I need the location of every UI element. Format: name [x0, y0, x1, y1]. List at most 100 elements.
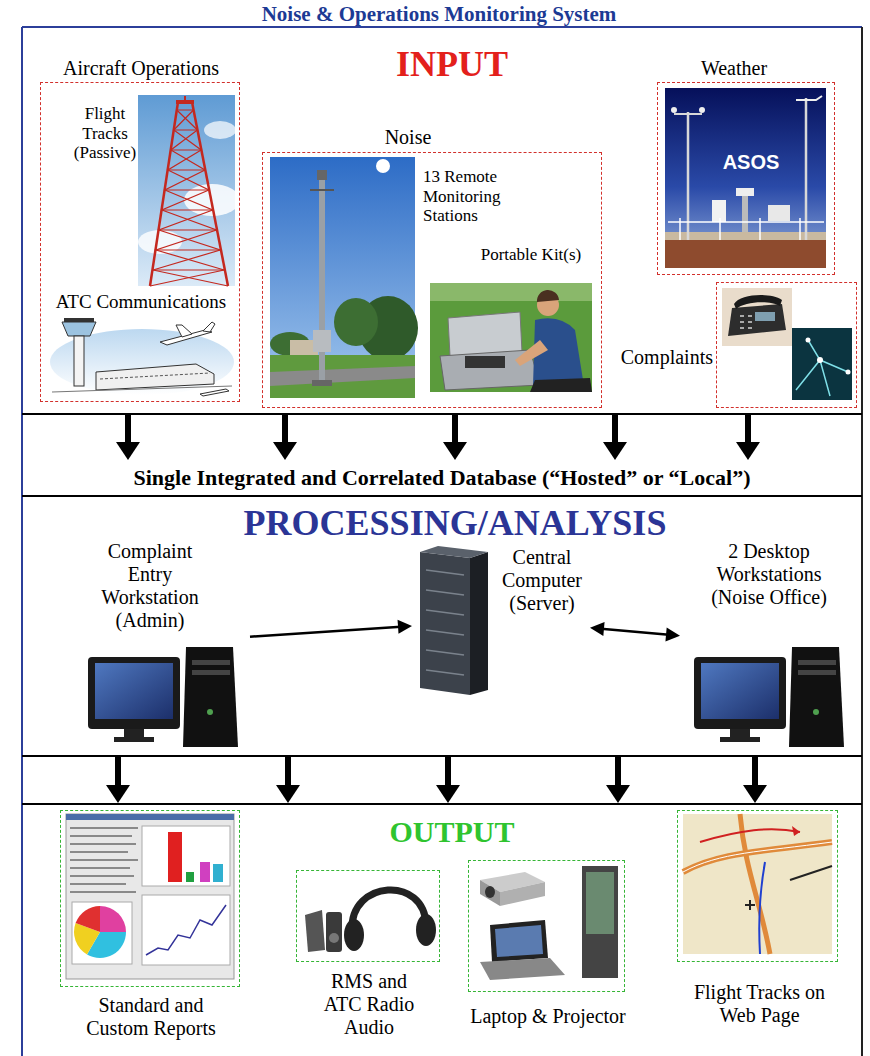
portable-kit-photo — [430, 283, 592, 392]
radar-tower-photo — [176, 100, 194, 104]
connector-line — [612, 415, 618, 446]
caption: Flight Tracks on Web Page — [682, 981, 837, 1027]
weather-station-photo — [665, 88, 826, 268]
radar-tower-photo — [204, 121, 236, 139]
flow-arrow — [603, 415, 627, 460]
output-group-box: Flight Tracks on Web Page — [677, 810, 838, 962]
arrow-head — [443, 442, 467, 460]
laptop-projector-icon — [582, 866, 618, 978]
photo-caption: 13 Remote Monitoring Stations — [423, 167, 523, 226]
input-group-box: WeatherASOS — [657, 82, 835, 275]
section-heading: INPUT — [327, 44, 577, 85]
arrow-head — [436, 785, 460, 803]
connector-line — [282, 415, 288, 446]
flow-arrow — [743, 757, 767, 803]
connector-line — [445, 757, 451, 789]
monitoring-station-photo — [319, 178, 325, 383]
arrow-head — [590, 622, 605, 636]
portable-kit-photo — [448, 312, 522, 356]
flight-track-map — [792, 826, 800, 836]
desktop-computer-icon — [701, 663, 779, 719]
weather-station-photo — [768, 205, 790, 221]
photo-label: ASOS — [701, 151, 801, 174]
text-slot: Flight Tracks (Passive) — [71, 104, 139, 163]
section-heading: OUTPUT — [327, 815, 577, 850]
weather-station-photo — [687, 112, 690, 240]
desktop-computer-icon — [694, 657, 786, 729]
text-slot: Portable Kit(s) — [466, 245, 596, 265]
airport-clipart — [62, 322, 96, 336]
flight-track-map — [745, 900, 755, 910]
text-slot: OUTPUT — [327, 815, 577, 850]
connector-line — [752, 757, 758, 789]
group-heading: Weather — [677, 57, 791, 80]
report-screenshot — [142, 895, 230, 965]
server-icon — [426, 570, 464, 675]
group-heading: Complaints — [607, 346, 713, 369]
monitoring-station-photo — [334, 298, 378, 346]
text-slot: Single Integrated and Correlated Databas… — [22, 465, 862, 490]
report-screenshot — [146, 905, 226, 955]
report-screenshot — [200, 862, 210, 882]
flight-track-map — [790, 866, 832, 880]
arrow-head — [273, 442, 297, 460]
desktop-computer-icon — [88, 647, 238, 747]
airport-clipart — [50, 329, 234, 395]
server-icon — [420, 546, 488, 695]
flow-arrow — [116, 415, 140, 460]
monitoring-station-photo — [270, 366, 415, 386]
flight-track-map — [683, 842, 832, 872]
caption: Standard and Custom Reports — [76, 994, 226, 1040]
desktop-computer-icon — [192, 660, 230, 665]
desktop-computer-icon — [798, 660, 836, 665]
telephone-photo — [722, 288, 792, 346]
weather-station-photo — [796, 96, 822, 100]
connector-line — [285, 757, 291, 789]
output-band: OUTPUT Standard and Custom Reports RMS and… — [22, 803, 862, 1056]
airport-clipart — [100, 373, 210, 379]
weather-station-photo — [805, 98, 808, 240]
portable-kit-photo — [430, 283, 592, 301]
speaker-headphone-icon — [344, 919, 364, 951]
telephone-photo — [722, 288, 792, 346]
server-icon — [420, 552, 470, 695]
laptop-projector-icon — [480, 866, 618, 980]
desktop-computer-icon — [192, 670, 230, 675]
telephone-photo — [728, 304, 786, 336]
speaker-headphone-icon — [305, 890, 436, 952]
speaker-headphone-icon — [329, 933, 339, 943]
arrow-head — [276, 785, 300, 803]
monitoring-station-photo — [313, 330, 331, 352]
arrow-head — [606, 785, 630, 803]
diagram-title: Noise & Operations Monitoring System — [9, 2, 869, 26]
text-slot: Weather — [677, 57, 791, 80]
laptop-projector-icon — [500, 882, 545, 906]
laptop-projector-icon — [586, 872, 614, 934]
monitoring-station-photo — [312, 380, 332, 386]
flow-arrow — [606, 757, 630, 803]
desktop-computer-icon — [813, 709, 819, 715]
monitoring-station-photo — [310, 189, 334, 191]
weather-station-photo — [665, 88, 826, 268]
band-text: Single Integrated and Correlated Databas… — [22, 465, 862, 490]
flow-arrow — [443, 415, 467, 460]
radar-tower-photo — [150, 110, 224, 286]
arrow-head — [116, 442, 140, 460]
desktop-computer-icon — [730, 729, 750, 737]
flow-arrow — [436, 757, 460, 803]
weather-station-photo — [742, 192, 748, 232]
report-screenshot — [168, 832, 182, 882]
network-photo — [846, 370, 851, 375]
weather-station-photo — [680, 218, 800, 240]
title-slot: Noise & Operations Monitoring System — [9, 2, 869, 26]
server-icon: Central Computer (Server) — [412, 540, 590, 700]
laptop-projector-icon — [495, 925, 543, 957]
output-group-box: RMS and ATC Radio Audio — [296, 870, 440, 962]
desktop-computer-icon — [207, 709, 213, 715]
desktop-computer-icon — [114, 737, 154, 742]
flight-track-map — [683, 814, 832, 954]
connector-line — [452, 415, 458, 446]
input-group-box: Aircraft OperationsFlight Tracks (Passiv… — [40, 82, 240, 402]
